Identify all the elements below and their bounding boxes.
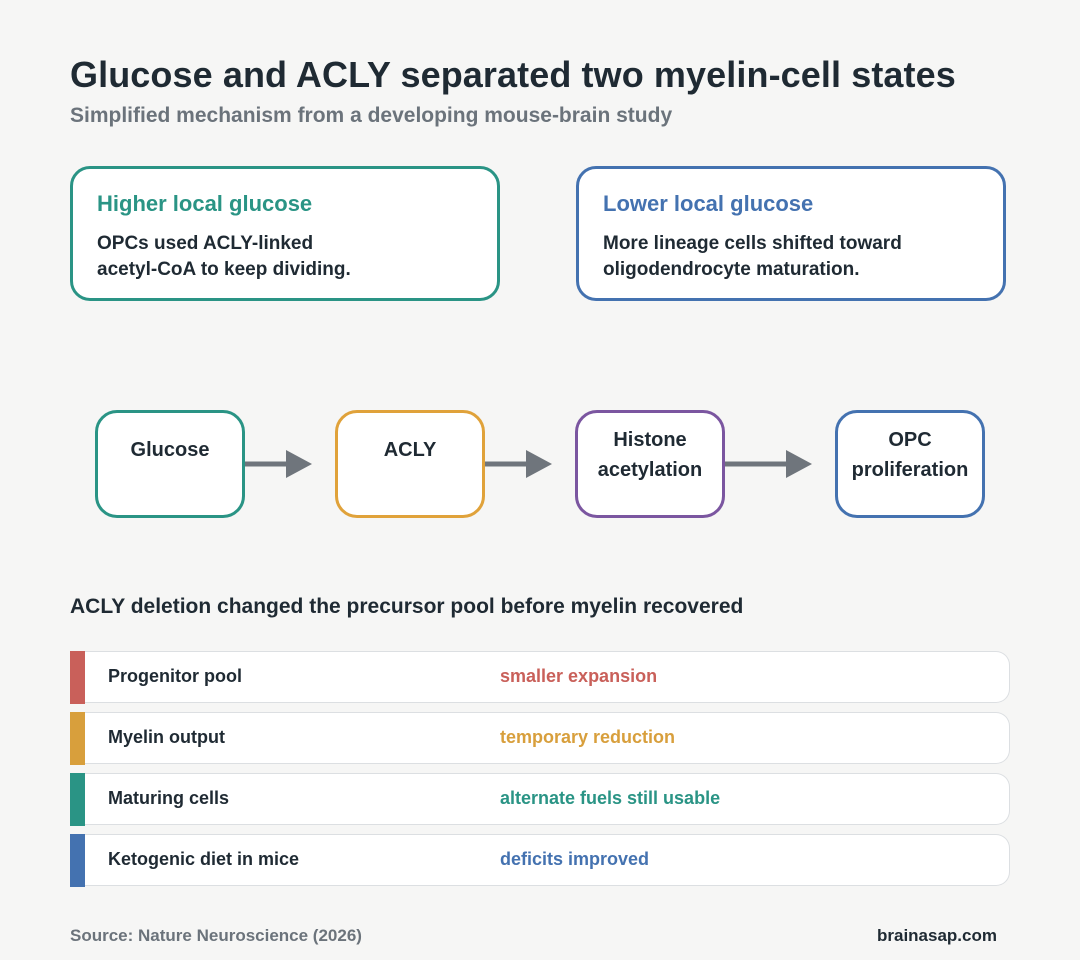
node-opc-label-1: OPC bbox=[888, 429, 932, 451]
row-name: Maturing cells bbox=[108, 788, 230, 808]
brand-link[interactable]: brainasap.com bbox=[877, 926, 997, 945]
high-glucose-line-1: OPCs used ACLY-linked bbox=[97, 233, 314, 254]
row-name: Progenitor pool bbox=[108, 666, 242, 686]
node-histone-label-2: acetylation bbox=[597, 459, 703, 481]
node-acly: ACLY bbox=[335, 410, 485, 518]
node-acly-label: ACLY bbox=[383, 439, 437, 461]
node-histone-acetylation: Histone acetylation bbox=[575, 410, 725, 518]
low-glucose-line-1: More lineage cells shifted toward bbox=[603, 233, 902, 254]
row-effect: temporary reduction bbox=[500, 727, 676, 747]
low-glucose-card: Lower local glucose More lineage cells s… bbox=[576, 166, 1006, 301]
node-histone-label-1: Histone bbox=[613, 429, 687, 451]
row-color-bar bbox=[70, 711, 85, 765]
page-subtitle: Simplified mechanism from a developing m… bbox=[70, 104, 673, 127]
effect-row-myelin: Myelin output temporary reduction bbox=[70, 711, 1010, 765]
high-glucose-heading: Higher local glucose bbox=[97, 191, 313, 216]
row-color-bar bbox=[70, 772, 85, 826]
page-title: Glucose and ACLY separated two myelin-ce… bbox=[70, 54, 956, 95]
row-color-bar bbox=[70, 833, 85, 887]
high-glucose-description: OPCs used ACLY-linked acetyl-CoA to keep… bbox=[97, 231, 473, 283]
arrow-histone-to-opc bbox=[725, 450, 812, 478]
source-citation: Source: Nature Neuroscience (2026) bbox=[70, 926, 362, 945]
high-glucose-line-2: acetyl-CoA to keep dividing. bbox=[97, 259, 351, 280]
node-glucose-label: Glucose bbox=[130, 439, 210, 461]
row-effect: smaller expansion bbox=[500, 666, 658, 686]
row-color-bar bbox=[70, 650, 85, 704]
deletion-section-title: ACLY deletion changed the precursor pool… bbox=[70, 595, 744, 618]
effect-row-progenitor: Progenitor pool smaller expansion bbox=[70, 650, 1010, 704]
row-effect: deficits improved bbox=[500, 849, 650, 869]
low-glucose-heading: Lower local glucose bbox=[603, 191, 814, 216]
node-glucose: Glucose bbox=[95, 410, 245, 518]
row-name: Ketogenic diet in mice bbox=[108, 849, 300, 869]
low-glucose-line-2: oligodendrocyte maturation. bbox=[603, 259, 860, 280]
node-opc-proliferation: OPC proliferation bbox=[835, 410, 985, 518]
low-glucose-description: More lineage cells shifted toward oligod… bbox=[603, 231, 979, 283]
row-name: Myelin output bbox=[108, 727, 225, 747]
effect-row-maturing: Maturing cells alternate fuels still usa… bbox=[70, 772, 1010, 826]
node-opc-label-2: proliferation bbox=[851, 459, 969, 481]
effect-row-ketogenic: Ketogenic diet in mice deficits improved bbox=[70, 833, 1010, 887]
high-glucose-card: Higher local glucose OPCs used ACLY-link… bbox=[70, 166, 500, 301]
row-effect: alternate fuels still usable bbox=[500, 788, 721, 808]
